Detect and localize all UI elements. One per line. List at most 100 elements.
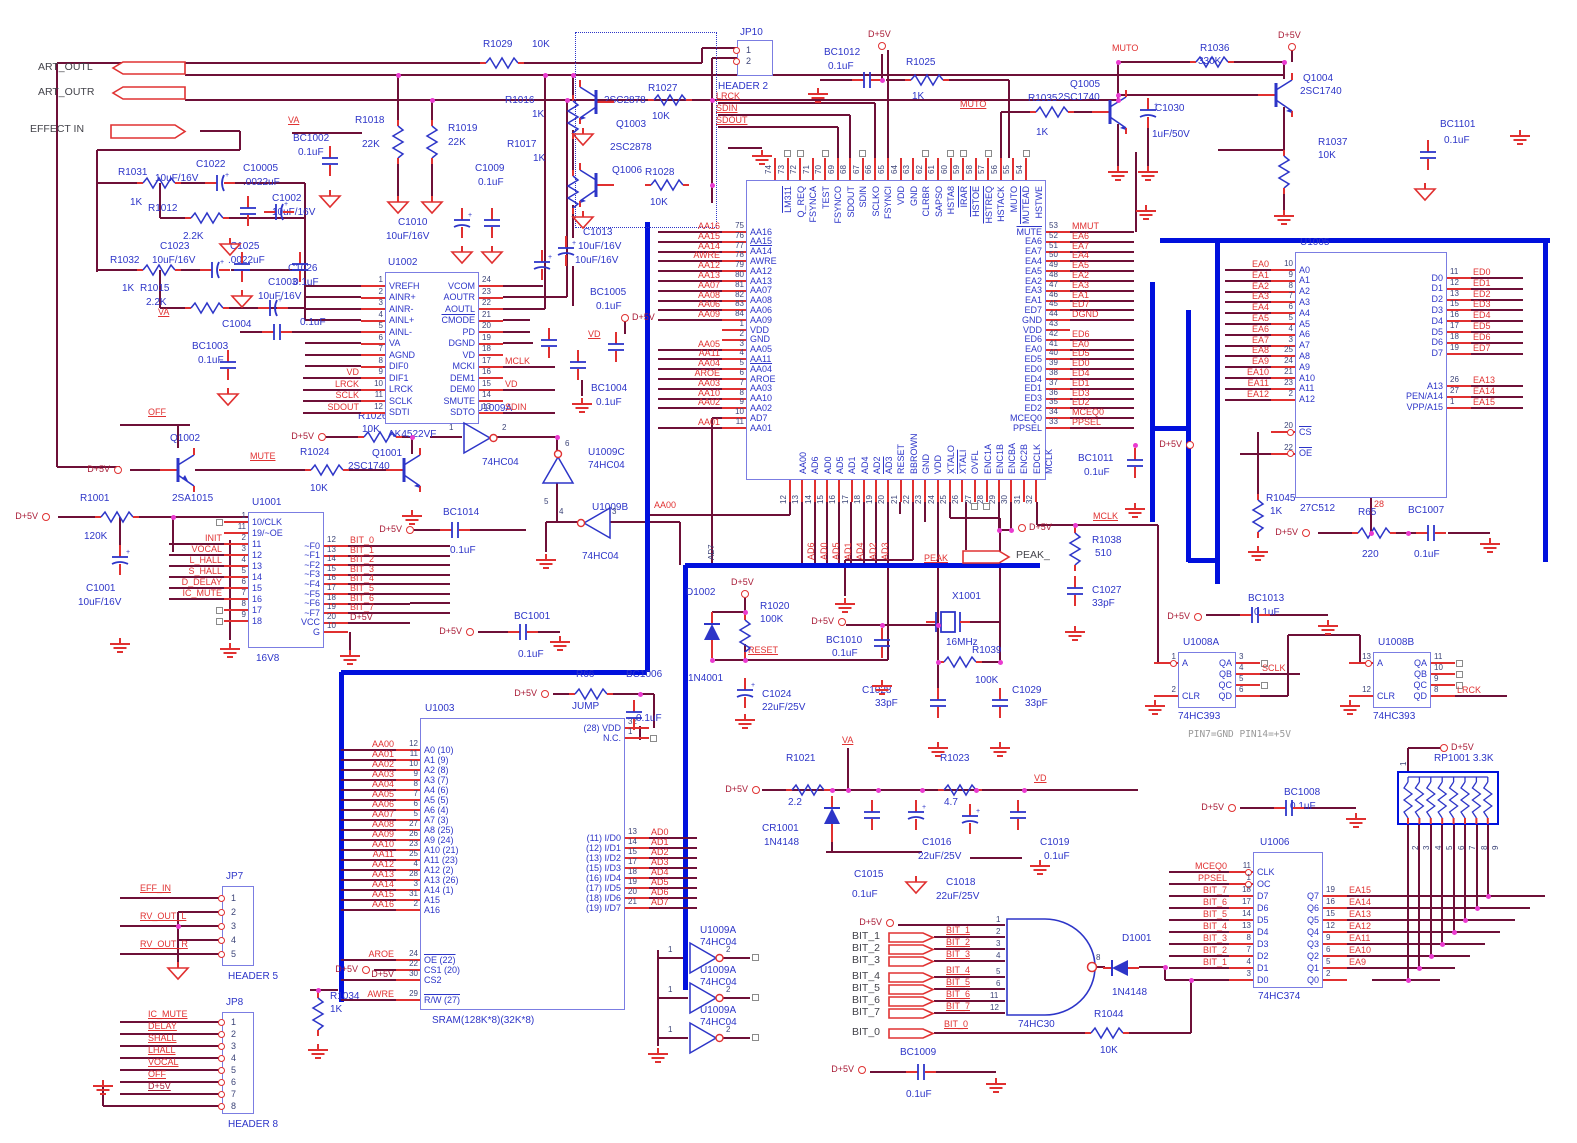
pin-stub	[1046, 407, 1070, 410]
pin-number: 31	[1012, 495, 1022, 504]
pin-number: 60	[939, 165, 949, 174]
net-wire	[1225, 344, 1271, 347]
pin-stub	[1431, 695, 1455, 697]
net-wire	[1471, 406, 1523, 409]
net-label: AA08	[371, 819, 394, 829]
text-label: D+5V	[148, 1081, 171, 1091]
pin-number: 18	[852, 495, 862, 504]
text-label: 33pF	[1025, 698, 1048, 709]
net-label: EA5	[1251, 313, 1269, 323]
net-label: BIT_1	[350, 544, 375, 555]
pin-number: 32	[628, 717, 637, 726]
pin-name: ED1	[1024, 383, 1042, 394]
respack-rp1001	[1397, 771, 1499, 825]
net-wire	[658, 427, 722, 429]
wire-segment	[934, 960, 1005, 962]
net-wire	[1225, 377, 1271, 379]
wire-segment	[305, 354, 361, 356]
pin-stub	[1271, 366, 1295, 369]
wire-segment	[658, 997, 688, 999]
text-label: 0.1uF	[596, 397, 622, 408]
pin-number: 15	[628, 847, 637, 856]
pin-name: (28) VDD	[583, 722, 621, 733]
header-pin-number: 3	[231, 921, 237, 931]
wire-segment	[178, 939, 222, 941]
pin-name: 10/CLK	[252, 516, 283, 527]
pin-stub	[1271, 301, 1295, 304]
wire-segment	[58, 516, 95, 518]
capacitor-bc1014	[440, 522, 470, 538]
text-label: 10K	[652, 111, 670, 122]
svg-text:+: +	[976, 808, 980, 815]
pin-number: 25	[938, 495, 948, 504]
net-wire	[1070, 250, 1134, 253]
net-label: AA05	[697, 338, 720, 349]
wire-segment	[556, 437, 558, 452]
text-label: U1009A	[700, 965, 737, 976]
wire-segment	[847, 748, 849, 790]
pin-stub	[1229, 955, 1253, 957]
pin-number: 19	[482, 332, 491, 342]
resistor-r1035	[1030, 105, 1074, 119]
net-label: AROE	[368, 949, 394, 959]
net-label: ED7	[1072, 299, 1090, 310]
wire-segment	[195, 469, 305, 471]
pin-stub	[1010, 480, 1013, 502]
wire-segment	[566, 100, 568, 297]
wire-segment	[658, 957, 688, 959]
pin-number: 12	[327, 535, 336, 544]
text-label: C1002	[272, 193, 302, 204]
capacitor-c1003: +	[258, 297, 288, 317]
pin-name: TEST	[820, 186, 831, 210]
bus-segment	[341, 669, 647, 675]
pin-stub	[396, 809, 420, 811]
net-label: AA16	[371, 899, 394, 909]
ground-icon	[450, 246, 474, 265]
pin-name: QD	[1413, 690, 1428, 701]
pin-terminal-square	[216, 518, 223, 526]
pin-name: ~F7	[304, 607, 320, 618]
net-wire	[341, 789, 396, 791]
wire-segment	[934, 976, 1005, 978]
net-wire	[341, 889, 396, 891]
ground-icon	[571, 211, 595, 230]
junction-dot	[1462, 917, 1468, 923]
junction-dot	[709, 97, 715, 103]
ground-icon	[1510, 130, 1530, 145]
svg-text:+: +	[468, 212, 472, 219]
wire-segment	[1288, 634, 1360, 636]
capacitor-c1016: +	[907, 800, 926, 830]
pin-number: 30	[1000, 495, 1010, 504]
capacitor-bc1101	[1420, 140, 1436, 170]
net-wire	[658, 378, 722, 380]
power-label: D+5V	[1029, 522, 1052, 532]
pin-number: 4	[1239, 663, 1244, 672]
pin-name: HSTREQ	[983, 186, 994, 224]
pin-name: ~F6	[304, 598, 320, 609]
pin-name: (17) I/D5	[585, 882, 621, 893]
pin-stub	[396, 959, 420, 961]
pin-name: VD	[462, 349, 475, 360]
pin-stub	[912, 158, 915, 180]
wire-segment	[1318, 532, 1352, 534]
wire-segment	[722, 1037, 750, 1039]
terminal-square	[752, 954, 759, 961]
junction-dot	[1008, 527, 1014, 533]
net-wire	[1347, 919, 1372, 921]
pin-number: 3	[739, 338, 744, 348]
power-label: D+5V	[859, 917, 882, 927]
text-label: LHALL	[148, 1045, 176, 1055]
text-label: 4	[996, 951, 1001, 960]
pin-name: 11	[252, 538, 262, 549]
pin-name: Q4	[1306, 926, 1319, 937]
text-label: BIT_0	[944, 1019, 969, 1029]
capacitor-c1010a: +	[453, 208, 472, 238]
pin-number: 44	[1049, 309, 1058, 319]
pin-name: A2 (8)	[424, 764, 449, 775]
net-label: INIT	[205, 533, 222, 543]
capacitor-c1028	[930, 688, 946, 718]
text-label: C1027	[1092, 585, 1122, 596]
pin-name: SDIN	[858, 186, 869, 208]
pin-name: EA1	[1024, 295, 1042, 306]
power-flag-icon	[838, 618, 846, 626]
